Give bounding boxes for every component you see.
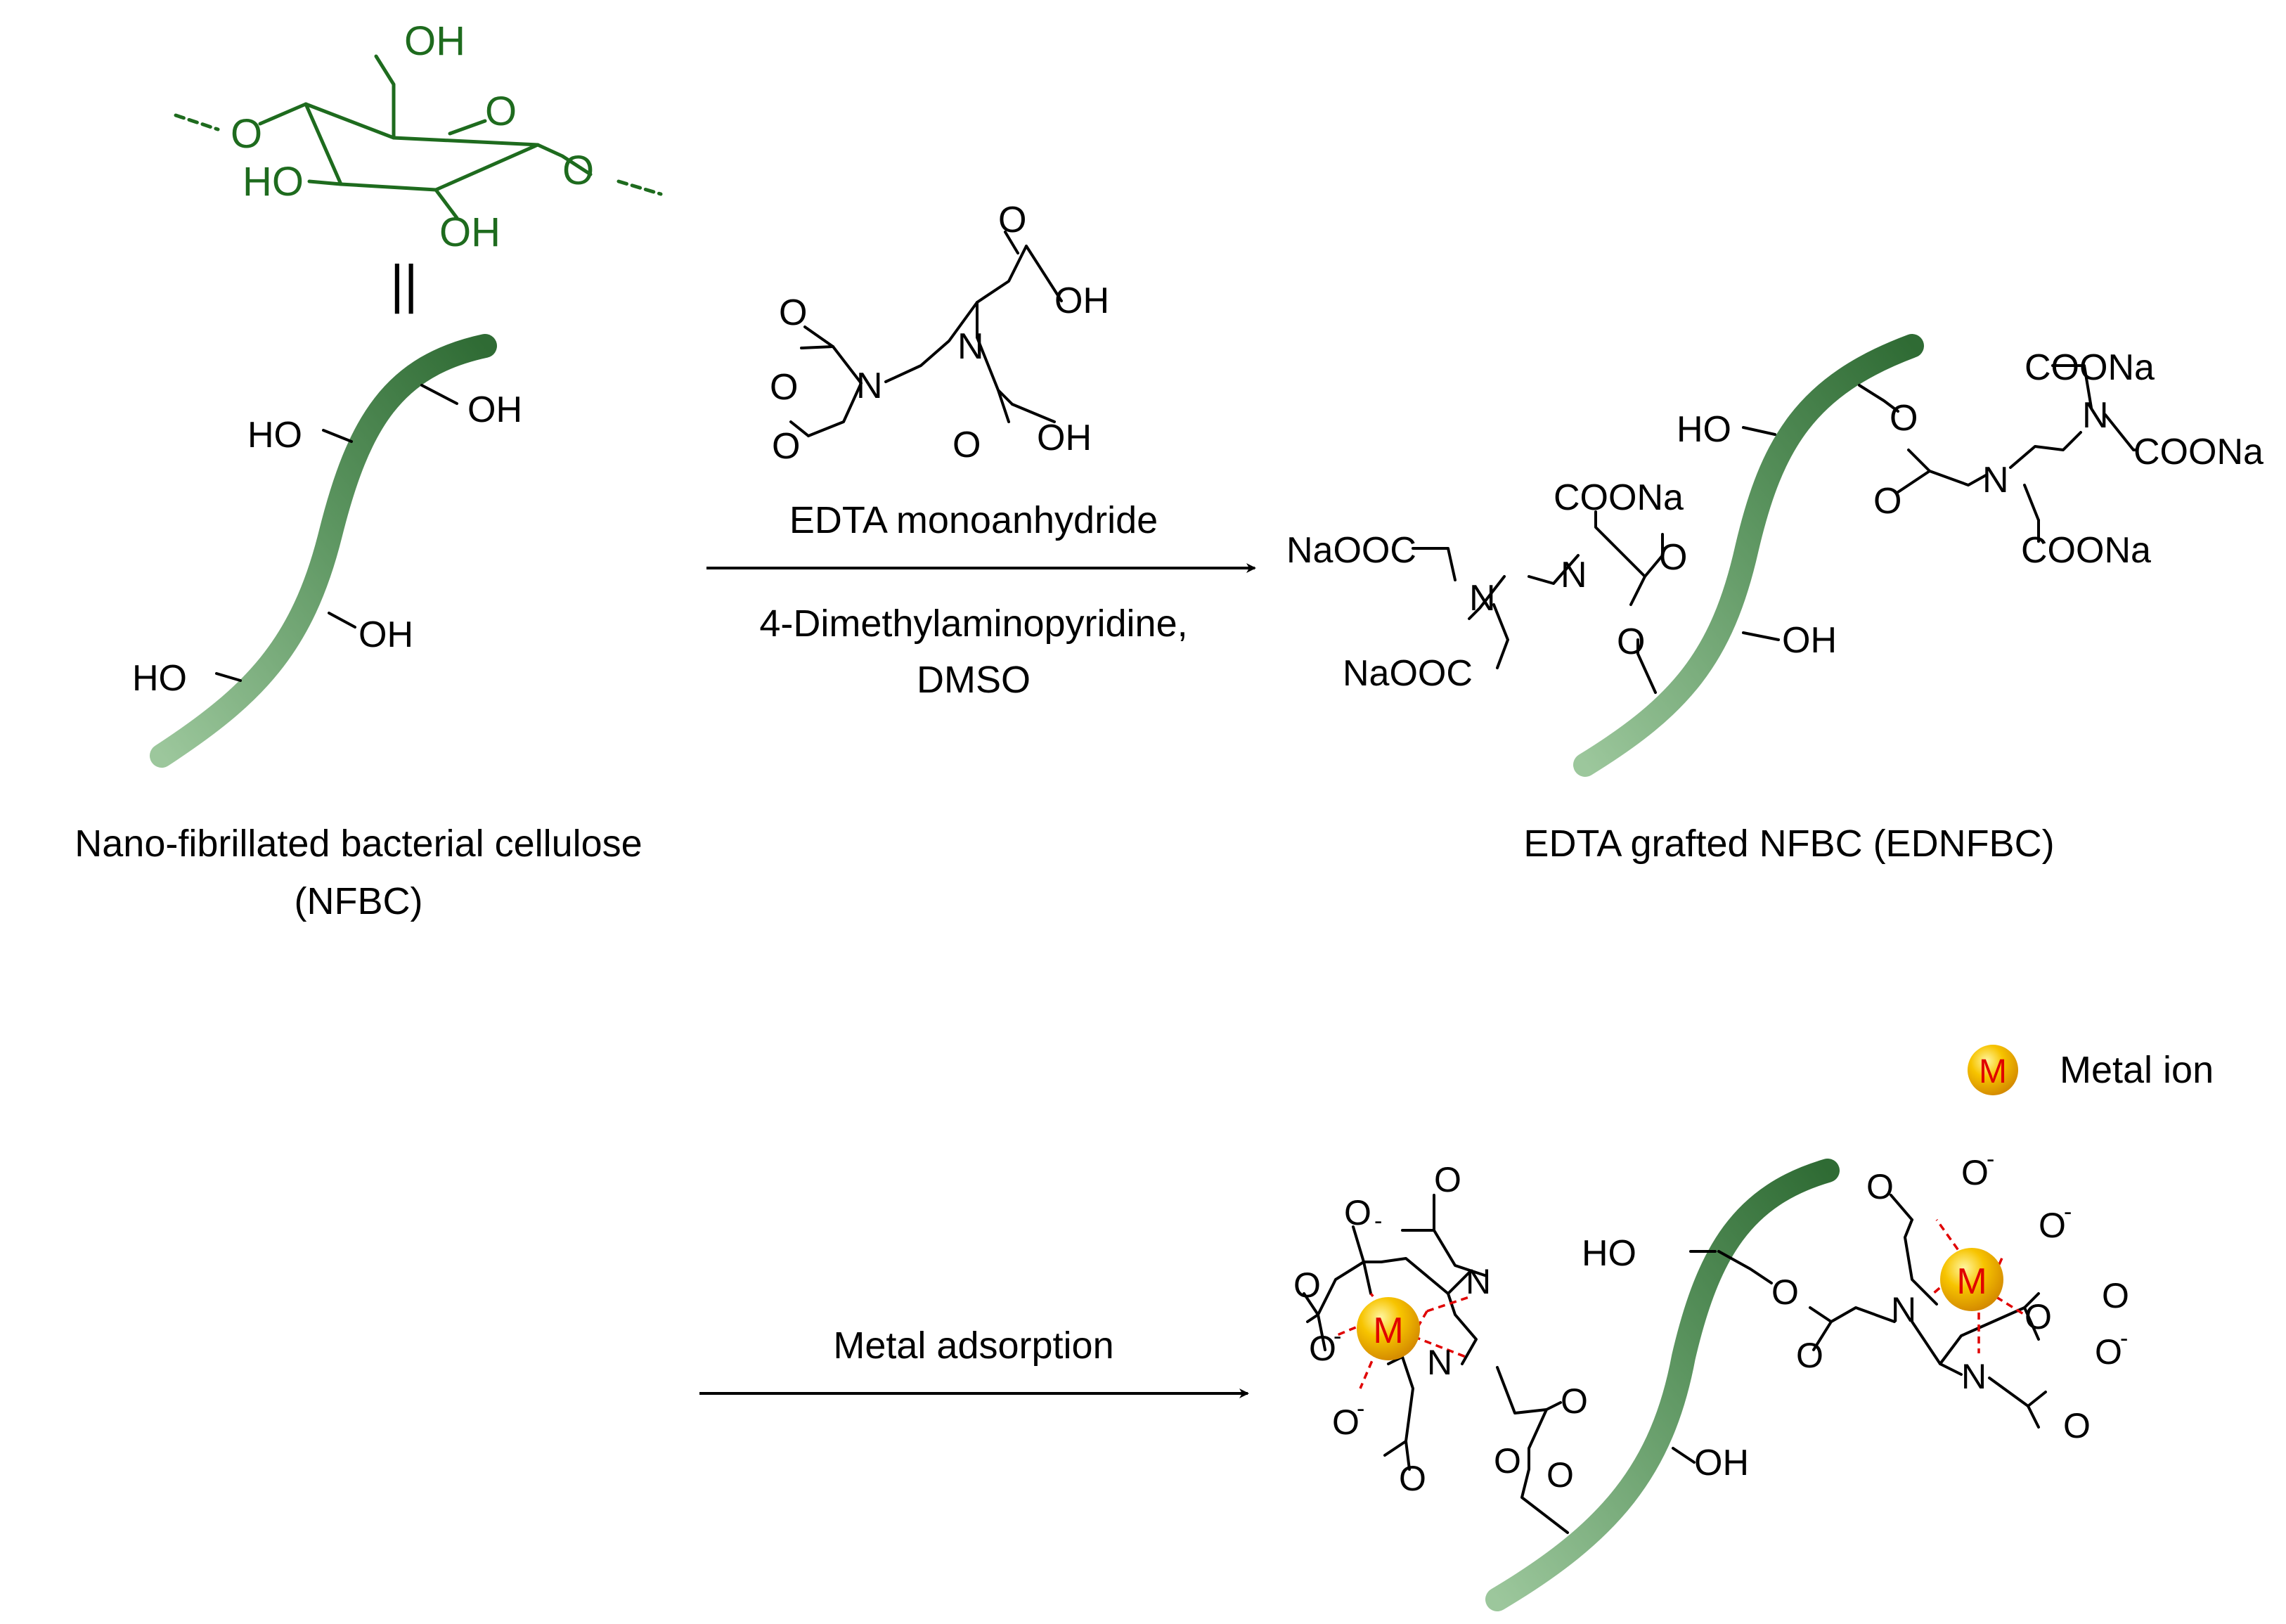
ads-o-r6: O <box>2095 1332 2122 1372</box>
ednfbc-n-l2: N <box>1561 555 1587 595</box>
ads-minus-r6: - <box>2120 1325 2128 1352</box>
ads-o-l9: O <box>1546 1455 1574 1495</box>
ads-n-r1: N <box>1891 1290 1916 1329</box>
conditions-line1: 4-Dimethylaminopyridine, <box>759 602 1187 645</box>
ednfbc-coona-r3: COONa <box>2021 530 2151 571</box>
ads-o-r8: O <box>2025 1297 2052 1336</box>
legend-metal-label: Metal ion <box>2060 1049 2214 1091</box>
legend-metal-sphere <box>1968 1045 2018 1095</box>
reagent-n-left: N <box>856 366 883 406</box>
glucose-oh6-label: OH <box>404 18 465 64</box>
ednfbc-n-r1: N <box>1982 460 2009 501</box>
glucose-o1-label: O <box>562 148 594 193</box>
reagent-oh-bottom: OH <box>1037 418 1092 458</box>
ads-n-l1: N <box>1466 1262 1491 1301</box>
reagent-o-top-left: O <box>779 292 807 333</box>
ads-o-r-ester: O <box>1771 1272 1799 1312</box>
ednfbc-o-carbonyl-right: O <box>1873 481 1901 522</box>
metal-ion-left <box>1357 1297 1420 1360</box>
reagent-o-bottom-left: O <box>772 426 800 467</box>
ads-o-l6: O <box>1399 1459 1426 1498</box>
ads-n-l2: N <box>1427 1343 1452 1382</box>
ads-minus-r4: - <box>2064 1199 2072 1225</box>
ads-o-r7: O <box>2063 1406 2091 1445</box>
reagent-n-right: N <box>957 326 984 367</box>
glucose-ring-o-label: O <box>485 89 517 134</box>
ednfbc-o-ester-left: O <box>1617 621 1645 662</box>
metal-left-label: M <box>1373 1310 1403 1351</box>
ednfbc-o-ester-right: O <box>1890 398 1918 439</box>
ednfbc-o-carbonyl-left: O <box>1659 537 1687 578</box>
metal-loaded-ednfbc: M M O O - O O - O - O N N O O O HO OH O … <box>1293 1146 2129 1611</box>
ads-o-l1: O <box>1434 1160 1461 1199</box>
reaction-arrow-1: EDTA monoanhydride 4-Dimethylaminopyridi… <box>706 499 1256 701</box>
ads-ho-label: HO <box>1582 1233 1636 1274</box>
nfbc-caption-line2: (NFBC) <box>295 880 423 922</box>
nfbc-caption-line1: Nano-fibrillated bacterial cellulose <box>75 823 642 865</box>
ads-o-r5: O <box>2102 1276 2129 1315</box>
ads-o-l3: O <box>1293 1265 1321 1305</box>
glucose-oh2-label: OH <box>439 210 501 255</box>
reagent-oh-top: OH <box>1054 281 1109 321</box>
ads-n-r2: N <box>1961 1357 1987 1396</box>
ednfbc-ho-label: HO <box>1677 409 1731 450</box>
ads-oh-label: OH <box>1694 1443 1749 1483</box>
reagent-o-mid: O <box>952 425 981 465</box>
ednfbc-coona-l: COONa <box>1554 477 1684 518</box>
glucose-o4-label: O <box>231 111 262 157</box>
metal-ion-right <box>1940 1248 2003 1311</box>
ednfbc-structure: HO OH O O N N COONa COONa COONa NaOOC Na… <box>1286 334 2264 865</box>
ads-minus-r3: - <box>1987 1146 1994 1173</box>
legend-metal-symbol: M <box>1979 1053 2007 1090</box>
ednfbc-naooc-l2: NaOOC <box>1343 653 1473 694</box>
glucose-unit: OH O O O HO OH || <box>174 18 663 314</box>
ads-o-r4: O <box>2039 1206 2066 1245</box>
ads-minus-l2: - <box>1374 1208 1382 1235</box>
nfbc-oh-lower-label: OH <box>359 614 413 655</box>
metal-ion-legend: M Metal ion <box>1968 1045 2214 1095</box>
reagent-name-label: EDTA monoanhydride <box>789 499 1158 541</box>
ads-o-l4: O <box>1309 1329 1336 1368</box>
nfbc-ho-upper-label: HO <box>247 415 302 456</box>
nfbc-ho-lower-label: HO <box>132 658 187 699</box>
ads-o-r2: O <box>1866 1167 1894 1206</box>
metal-right-label: M <box>1956 1261 1987 1302</box>
ednfbc-caption: EDTA grafted NFBC (EDNFBC) <box>1523 823 2054 865</box>
ednfbc-coona-r2: COONa <box>2133 432 2264 472</box>
conditions-line2: DMSO <box>917 659 1031 701</box>
metal-adsorption-label: Metal adsorption <box>833 1325 1113 1367</box>
nfbc-fiber: HO OH OH HO Nano-fibrillated bacterial c… <box>75 334 642 922</box>
ads-minus-l4: - <box>1334 1323 1341 1350</box>
reaction-arrow-2: Metal adsorption <box>699 1325 1249 1398</box>
ads-o-r1: O <box>1796 1336 1823 1375</box>
ednfbc-n-l1: N <box>1469 578 1496 619</box>
ads-o-l7: O <box>1561 1381 1588 1421</box>
ednfbc-oh-label: OH <box>1782 620 1837 661</box>
reagent-o-ring: O <box>770 367 798 408</box>
ads-o-r3: O <box>1961 1153 1989 1192</box>
ednfbc-coona-r1: COONa <box>2025 347 2155 388</box>
reagent-o-top: O <box>998 200 1026 240</box>
ads-o-l5: O <box>1332 1403 1360 1442</box>
ednfbc-n-r2: N <box>2082 395 2109 436</box>
ads-minus-l5: - <box>1357 1396 1364 1422</box>
glucose-ho3-label: HO <box>243 159 304 205</box>
ednfbc-naooc-l1: NaOOC <box>1286 530 1416 571</box>
ads-o-l8: O <box>1494 1441 1521 1481</box>
edta-monoanhydride-structure: O O O N N O OH O OH <box>770 200 1109 467</box>
nfbc-oh-upper-label: OH <box>467 389 522 430</box>
ads-o-l2: O <box>1344 1193 1371 1232</box>
equals-symbol: || <box>390 254 418 314</box>
